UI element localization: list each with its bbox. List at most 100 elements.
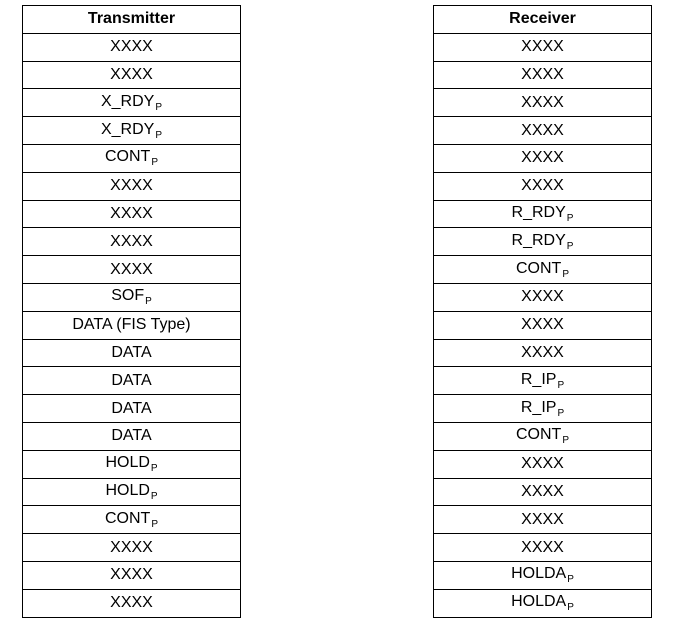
primitive-name: DATA: [111, 371, 152, 389]
primitive-name: XXXX: [521, 482, 564, 500]
primitive-subscript: P: [145, 296, 152, 308]
receiver-cell: R_RDYP: [433, 199, 652, 229]
primitive-name: DATA: [111, 343, 152, 361]
receiver-cell: XXXX: [433, 533, 652, 562]
transmitter-cell: XXXX: [22, 533, 241, 562]
table-row: HOLDP: [22, 477, 241, 507]
table-row: XXXX: [433, 310, 652, 340]
primitive-name: R_RDY: [511, 231, 566, 249]
primitive-name: HOLD: [105, 454, 150, 472]
primitive-name: DATA: [111, 399, 152, 417]
table-row: XXXX: [433, 449, 652, 479]
receiver-cell: XXXX: [433, 282, 652, 312]
receiver-cell: R_RDYP: [433, 227, 652, 257]
primitive-subscript: P: [566, 240, 574, 252]
primitive-name: CONT: [516, 259, 562, 277]
primitive-subscript: P: [562, 435, 569, 447]
primitive-name: XXXX: [110, 594, 153, 612]
primitive-subscript: P: [150, 490, 158, 502]
primitive-subscript: P: [566, 212, 574, 224]
receiver-cell: XXXX: [433, 60, 652, 90]
receiver-cell: R_IPP: [433, 394, 652, 423]
transmitter-cell: SOFP: [22, 282, 241, 312]
table-row: R_IPP: [433, 394, 652, 423]
table-row: DATA: [22, 394, 241, 423]
receiver-cell: CONTP: [433, 421, 652, 451]
table-row: R_RDYP: [433, 227, 652, 257]
table-row: CONTP: [433, 421, 652, 451]
primitive-subscript: P: [567, 602, 574, 614]
transmitter-cell: XXXX: [22, 171, 241, 201]
primitive-subscript: P: [155, 101, 163, 113]
table-row: XXXX: [433, 533, 652, 562]
table-row: XXXX: [22, 588, 241, 618]
primitive-name: CONT: [105, 148, 151, 166]
receiver-cell: XXXX: [433, 32, 652, 62]
transmitter-cell: XXXX: [22, 255, 241, 284]
table-row: XXXX: [433, 88, 652, 118]
transmitter-cell: XXXX: [22, 199, 241, 229]
transmitter-cell: XXXX: [22, 227, 241, 257]
table-row: HOLDP: [22, 449, 241, 479]
primitive-name: XXXX: [521, 93, 564, 111]
transmitter-cell: DATA (FIS Type): [22, 310, 241, 340]
primitive-subscript: P: [562, 268, 569, 280]
primitive-name: X_RDY: [100, 120, 155, 138]
transmitter-cell: XXXX: [22, 560, 241, 590]
table-row: DATA: [22, 366, 241, 396]
primitive-name: XXXX: [110, 177, 153, 195]
primitive-name: XXXX: [521, 343, 564, 361]
table-row: XXXX: [22, 560, 241, 590]
receiver-cell: XXXX: [433, 88, 652, 118]
header-row: Transmitter: [22, 5, 241, 34]
primitive-name: R_IP: [520, 398, 557, 416]
transmitter-cell: DATA: [22, 394, 241, 423]
transmitter-cell: CONTP: [22, 505, 241, 535]
table-row: XXXX: [22, 533, 241, 562]
primitive-name: XXXX: [110, 38, 153, 56]
primitive-name: XXXX: [521, 455, 564, 473]
table-row: XXXX: [433, 282, 652, 312]
table-row: HOLDAP: [433, 560, 652, 590]
table-row: DATA: [22, 421, 241, 451]
table-row: XXXX: [22, 199, 241, 229]
header-row: Receiver: [433, 5, 652, 34]
table-row: X_RDYP: [22, 88, 241, 118]
transmitter-cell: XXXX: [22, 32, 241, 62]
table-row: XXXX: [22, 255, 241, 284]
primitive-subscript: P: [557, 407, 565, 419]
table-row: XXXX: [433, 505, 652, 535]
primitive-name: HOLDA: [511, 565, 567, 583]
primitive-subscript: P: [557, 379, 565, 391]
receiver-cell: XXXX: [433, 310, 652, 340]
table-row: DATA (FIS Type): [22, 310, 241, 340]
receiver-cell: XXXX: [433, 338, 652, 368]
primitive-subscript: P: [151, 518, 158, 530]
receiver-cell: CONTP: [433, 255, 652, 284]
table-row: DATA: [22, 338, 241, 368]
primitive-name: DATA: [111, 427, 152, 445]
transmitter-cell: DATA: [22, 421, 241, 451]
table-row: R_RDYP: [433, 199, 652, 229]
table-row: XXXX: [433, 116, 652, 145]
primitive-name: R_RDY: [511, 203, 566, 221]
primitive-subscript: P: [151, 157, 158, 169]
primitive-name: R_IP: [520, 370, 557, 388]
transmitter-cell: DATA: [22, 366, 241, 396]
transmitter-cell: HOLDP: [22, 477, 241, 507]
primitive-subscript: P: [150, 463, 158, 475]
receiver-cell: XXXX: [433, 171, 652, 201]
primitive-name: XXXX: [521, 121, 564, 139]
receiver-cell: XXXX: [433, 116, 652, 145]
table-row: XXXX: [22, 32, 241, 62]
table-row: X_RDYP: [22, 116, 241, 145]
primitive-name: XXXX: [521, 65, 564, 83]
table-row: CONTP: [22, 505, 241, 535]
transmitter-cell: HOLDP: [22, 449, 241, 479]
transmitter-cell: X_RDYP: [22, 116, 241, 145]
primitive-name: XXXX: [521, 538, 564, 556]
transmitter-cell: XXXX: [22, 60, 241, 90]
primitive-subscript: P: [155, 129, 163, 141]
